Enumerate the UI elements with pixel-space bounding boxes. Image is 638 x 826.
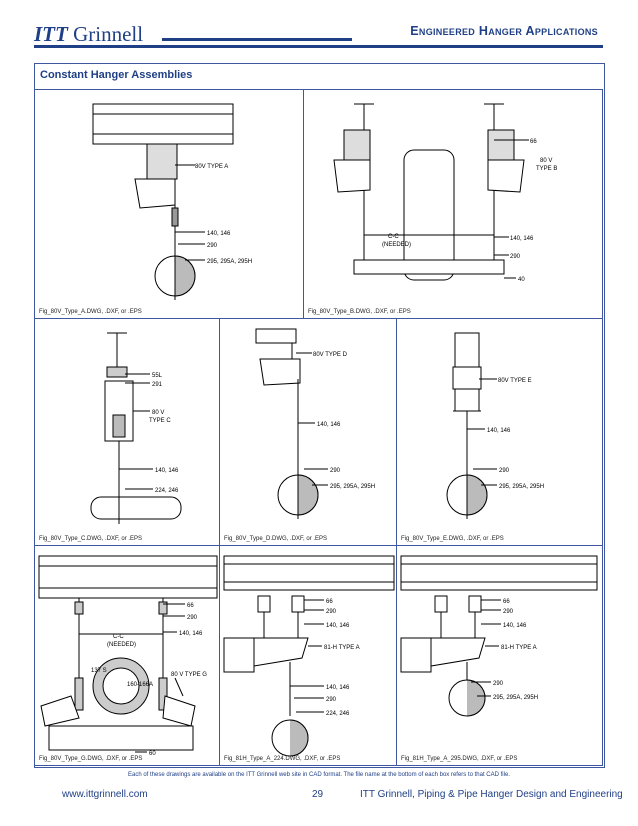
label-160-166a: 160-166A bbox=[127, 682, 153, 688]
label-80v: 80 V bbox=[152, 410, 164, 416]
drawing-80v-type-d: 80V TYPE D 140, 146 290 295, 295A, 295H bbox=[255, 328, 375, 519]
figure-80v-type-g: 66 290 140, 146 C-C (NEEDED) 137 S 160-1… bbox=[34, 545, 220, 766]
label-290: 290 bbox=[510, 254, 521, 260]
figure-81h-type-a-224: 66 290 140, 146 81-H TYPE A 140, 146 290… bbox=[219, 545, 397, 766]
label-140-146: 140, 146 bbox=[155, 468, 179, 474]
label-c-c: C-C bbox=[388, 234, 399, 240]
label-137s: 137 S bbox=[91, 668, 107, 674]
label-66: 66 bbox=[503, 599, 510, 605]
drawing-81h-type-a-224: 66 290 140, 146 81-H TYPE A 140, 146 290… bbox=[223, 555, 395, 757]
figure-caption: Fig_81H_Type_A_295.DWG, .DXF, or .EPS bbox=[401, 756, 518, 762]
label-55l: 55L bbox=[152, 373, 163, 379]
label-40: 40 bbox=[518, 277, 525, 283]
drawing-80v-type-c: 55L 291 80 V TYPE C 140, 146 224, 246 bbox=[90, 332, 182, 524]
label-290: 290 bbox=[326, 609, 337, 615]
label-140-146: 140, 146 bbox=[503, 623, 527, 629]
label-290: 290 bbox=[187, 615, 198, 621]
brand-logo: ITT Grinnell bbox=[34, 22, 143, 47]
footer-url[interactable]: www.ittgrinnell.com bbox=[62, 789, 148, 800]
footnote: Each of these drawings are available on … bbox=[128, 772, 510, 778]
drawing-80v-type-g: 66 290 140, 146 C-C (NEEDED) 137 S 160-1… bbox=[38, 555, 218, 757]
label-140-146: 140, 146 bbox=[207, 231, 231, 237]
label-290-lower: 290 bbox=[326, 697, 337, 703]
figure-80v-type-c: 55L 291 80 V TYPE C 140, 146 224, 246 Fi… bbox=[34, 318, 220, 546]
label-140-146-lower: 140, 146 bbox=[326, 685, 350, 691]
label-140-146: 140, 146 bbox=[487, 428, 511, 434]
label-c-c: C-C bbox=[113, 634, 124, 640]
header-title: Engineered Hanger Applications bbox=[410, 24, 598, 38]
label-66: 66 bbox=[326, 599, 333, 605]
section-title: Constant Hanger Assemblies bbox=[40, 69, 193, 81]
figure-caption: Fig_80V_Type_D.DWG, .DXF, or .EPS bbox=[224, 536, 328, 542]
label-60: 60 bbox=[149, 751, 156, 757]
label-290: 290 bbox=[503, 609, 514, 615]
drawing-80v-type-b: 66 80 V TYPE B C-C (NEEDED) 140, 146 290… bbox=[333, 103, 557, 283]
label-80v-type-a: 80V TYPE A bbox=[195, 164, 228, 170]
figure-caption: Fig_81H_Type_A_224.DWG, .DXF, or .EPS bbox=[224, 756, 341, 762]
label-291: 291 bbox=[152, 382, 163, 388]
label-80v-type-e: 80V TYPE E bbox=[498, 378, 532, 384]
figure-81h-type-a-295: 66 290 140, 146 81-H TYPE A 290 295, 295… bbox=[396, 545, 603, 766]
label-224-246: 224, 246 bbox=[326, 711, 350, 717]
label-290: 290 bbox=[207, 243, 218, 249]
label-224-246: 224, 246 bbox=[155, 488, 179, 494]
brand-name: Grinnell bbox=[73, 22, 144, 46]
label-140-146: 140, 146 bbox=[317, 422, 341, 428]
figure-caption: Fig_80V_Type_G.DWG, .DXF, or .EPS bbox=[39, 756, 143, 762]
label-80v-type-d: 80V TYPE D bbox=[313, 352, 348, 358]
label-295: 295, 295A, 295H bbox=[499, 484, 544, 490]
figure-80v-type-b: 66 80 V TYPE B C-C (NEEDED) 140, 146 290… bbox=[303, 89, 603, 319]
label-80v: 80 V bbox=[540, 158, 552, 164]
label-type-b: TYPE B bbox=[536, 166, 557, 172]
label-81h-type-a: 81-H TYPE A bbox=[501, 645, 537, 651]
label-needed: (NEEDED) bbox=[382, 242, 411, 248]
label-290: 290 bbox=[330, 468, 341, 474]
footer-doc-title: ITT Grinnell, Piping & Pipe Hanger Desig… bbox=[360, 789, 623, 800]
figure-caption: Fig_80V_Type_E.DWG, .DXF, or .EPS bbox=[401, 536, 504, 542]
label-140-146: 140, 146 bbox=[510, 236, 534, 242]
drawing-80v-type-e: 80V TYPE E 140, 146 290 295, 295A, 295H bbox=[446, 332, 544, 519]
page-number: 29 bbox=[312, 789, 324, 800]
label-290-lower: 290 bbox=[493, 681, 504, 687]
header-underline bbox=[34, 45, 603, 48]
brand-rule bbox=[162, 38, 352, 41]
figure-80v-type-a: 80V TYPE A 140, 146 290 295, 295A, 295H … bbox=[34, 89, 304, 319]
label-81h-type-a: 81-H TYPE A bbox=[324, 645, 360, 651]
label-295: 295, 295A, 295H bbox=[330, 484, 375, 490]
figure-80v-type-d: 80V TYPE D 140, 146 290 295, 295A, 295H … bbox=[219, 318, 397, 546]
figure-caption: Fig_80V_Type_B.DWG, .DXF, or .EPS bbox=[308, 309, 411, 315]
label-295: 295, 295A, 295H bbox=[207, 259, 252, 265]
brand-itt: ITT bbox=[34, 22, 68, 46]
label-80v-type-g: 80 V TYPE G bbox=[171, 672, 207, 678]
drawing-80v-type-a: 80V TYPE A 140, 146 290 295, 295A, 295H bbox=[92, 103, 252, 300]
label-66: 66 bbox=[187, 603, 194, 609]
label-needed: (NEEDED) bbox=[107, 642, 136, 648]
figure-80v-type-e: 80V TYPE E 140, 146 290 295, 295A, 295H … bbox=[396, 318, 603, 546]
figure-caption: Fig_80V_Type_C.DWG, .DXF, or .EPS bbox=[39, 536, 143, 542]
label-295: 295, 295A, 295H bbox=[493, 695, 538, 701]
label-66: 66 bbox=[530, 139, 537, 145]
label-140-146: 140, 146 bbox=[326, 623, 350, 629]
label-type-c: TYPE C bbox=[149, 418, 171, 424]
drawing-81h-type-a-295: 66 290 140, 146 81-H TYPE A 290 295, 295… bbox=[400, 555, 598, 717]
label-290: 290 bbox=[499, 468, 510, 474]
figure-caption: Fig_80V_Type_A.DWG, .DXF, or .EPS bbox=[39, 309, 142, 315]
label-140-146: 140, 146 bbox=[179, 631, 203, 637]
